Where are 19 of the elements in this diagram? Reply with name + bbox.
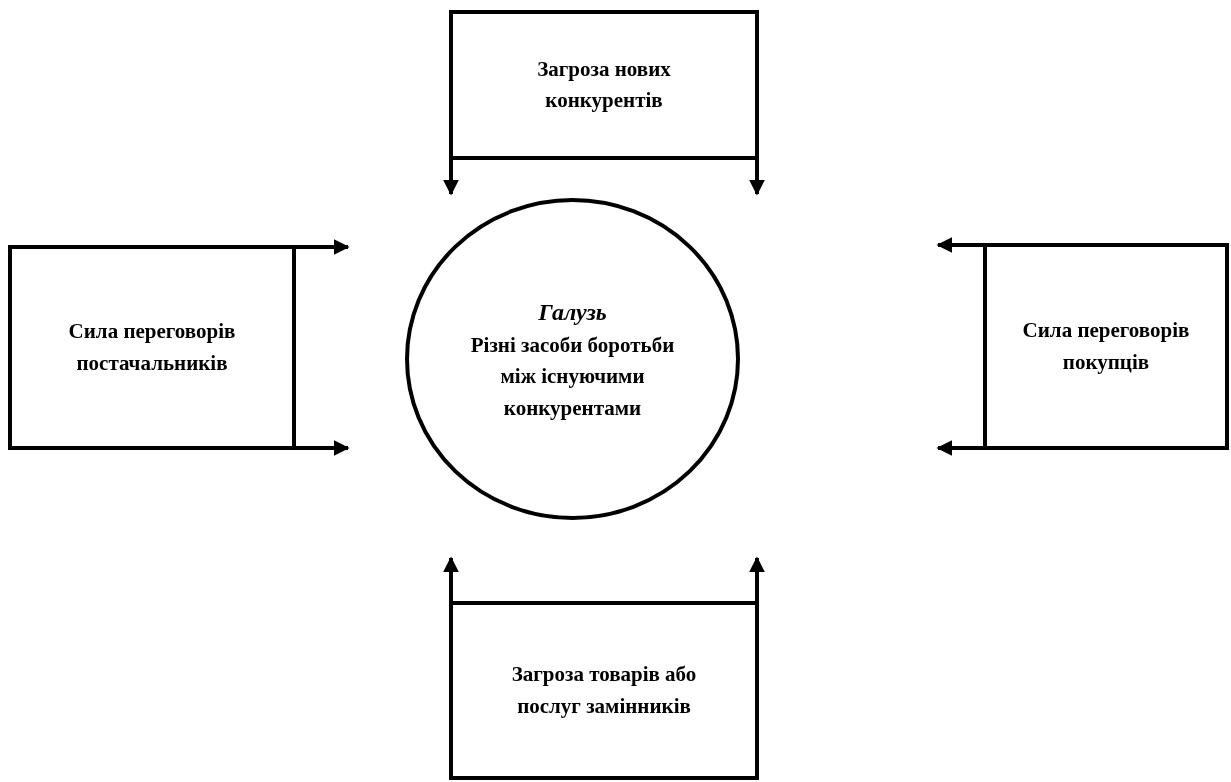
arrow [443,556,459,601]
node-label: Різні засоби боротьби між існуючими конкурентами [469,331,676,422]
node-label: Загроза нових конкурентів [536,55,672,114]
process-box [449,601,759,780]
node-label: Сила переговорів покупців [1021,317,1191,376]
arrow [749,556,765,601]
arrow [296,440,350,456]
arrow [749,160,765,196]
arrow [936,440,983,456]
arrow [296,239,350,255]
node-label: Загроза товарів або послуг замінників [510,661,698,720]
process-box [8,245,296,450]
process-box [983,243,1229,450]
node-label: Сила переговорів постачальників [67,318,237,377]
node-heading: Галузь [538,297,607,327]
arrow [936,237,983,253]
process-box [449,10,759,160]
ellipse-node [405,198,740,520]
arrow [443,160,459,196]
